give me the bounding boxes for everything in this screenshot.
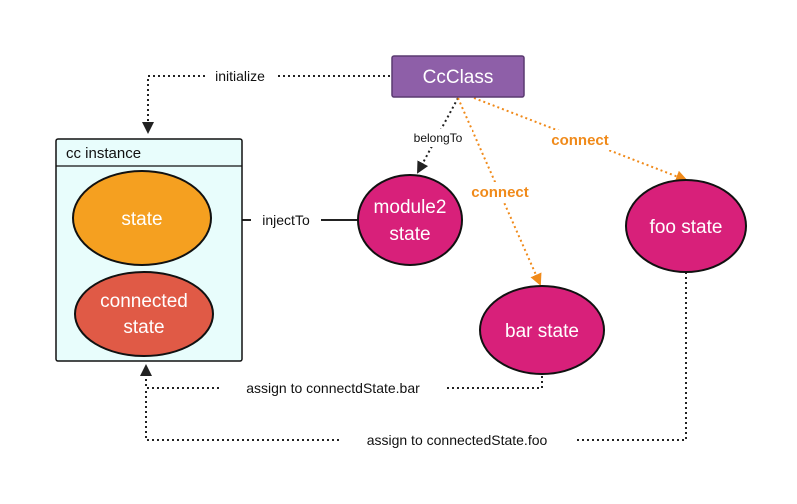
edge-label-bg (222, 379, 444, 397)
bar-state-label: bar state (505, 321, 579, 342)
edge-label-assign-foo: assign to connectedState.foo (367, 432, 548, 448)
edge-label-belongto: belongTo (414, 131, 463, 145)
connected-state-node[interactable]: connected state (74, 271, 214, 357)
edge-label-assign-bar: assign to connectdState.bar (246, 380, 420, 396)
edge-label-connect-bar: connect (471, 184, 529, 201)
module2-state-node[interactable]: module2 state (357, 174, 463, 266)
edge-label-bg (465, 182, 535, 202)
foo-state-node[interactable]: foo state (625, 179, 747, 273)
ccclass-label: CcClass (423, 67, 494, 88)
foo-state-label: foo state (650, 217, 723, 238)
ccclass-node[interactable]: CcClass (391, 55, 525, 98)
state-node[interactable]: state (72, 170, 212, 266)
bar-state-node[interactable]: bar state (479, 285, 605, 375)
edge-label-bg (205, 67, 275, 85)
edge-label-bg (544, 130, 614, 150)
edge-label-injectto: injectTo (262, 212, 310, 228)
state-label: state (121, 209, 162, 230)
edge-label-initialize: initialize (215, 68, 265, 84)
edge-belongto (417, 97, 459, 174)
edge-label-bg (402, 129, 472, 147)
connected-state-label-line2: state (123, 317, 164, 338)
edge-label-connect-foo: connect (551, 132, 609, 149)
edge-initialize (142, 75, 390, 134)
edge-label-bg (340, 431, 574, 449)
module2-state-label-line1: module2 (374, 197, 447, 218)
connected-state-label-line1: connected (100, 291, 188, 312)
cc-instance-title: cc instance (66, 145, 141, 162)
edge-label-bg (251, 211, 321, 229)
module2-state-label-line2: state (389, 224, 430, 245)
